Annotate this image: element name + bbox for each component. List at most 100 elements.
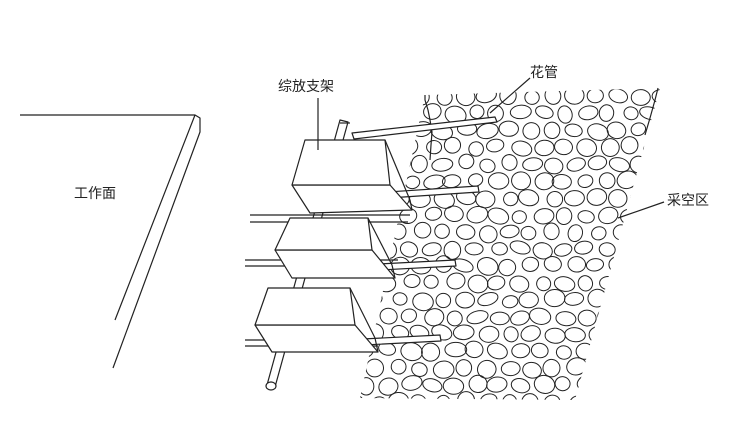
rock-fragment — [464, 242, 484, 256]
rock-fragment — [612, 224, 630, 241]
rock-fragment — [510, 378, 531, 394]
leader-lines — [317, 77, 665, 219]
rock-fragment — [534, 172, 555, 191]
rock-fragment — [521, 256, 540, 272]
rock-fragment — [423, 103, 442, 120]
rock-fragment — [599, 276, 618, 290]
rock-fragment — [475, 190, 496, 209]
rock-fragment — [509, 240, 531, 255]
rock-fragment — [623, 106, 639, 121]
support-canopy-3 — [254, 287, 379, 353]
rock-fragment — [574, 240, 594, 255]
rock-fragment — [396, 136, 419, 156]
rock-fragment — [543, 256, 562, 272]
rock-fragment — [476, 257, 499, 276]
rock-fragment — [510, 310, 530, 326]
rock-fragment — [608, 189, 628, 208]
rock-fragment — [639, 106, 660, 121]
rock-fragment — [600, 138, 620, 157]
rock-fragment — [630, 358, 651, 376]
rock-fragment — [536, 276, 552, 292]
rock-fragment — [576, 138, 597, 157]
rock-fragment — [620, 136, 639, 155]
rock-fragment — [543, 121, 561, 140]
rock-fragment — [509, 275, 530, 293]
rock-fragment — [365, 358, 384, 378]
rock-fragment — [452, 324, 475, 341]
rock-fragment — [555, 311, 577, 327]
rock-fragment — [520, 325, 541, 342]
rock-fragment — [649, 123, 660, 139]
rock-fragment — [588, 362, 609, 376]
rock-fragment — [544, 88, 562, 105]
rock-fragment — [521, 393, 539, 400]
rock-fragment — [390, 358, 407, 375]
rock-fragment — [466, 310, 489, 325]
rock-fragment — [631, 291, 652, 307]
rock-fragment — [378, 377, 399, 396]
rock-fragment — [422, 378, 443, 393]
rock-fragment — [366, 88, 388, 105]
rock-fragment — [651, 292, 660, 312]
rock-fragment — [606, 396, 629, 400]
rock-fragment — [563, 190, 585, 207]
rock-fragment — [392, 292, 408, 306]
rock-fragment — [653, 259, 660, 273]
rock-fragment — [480, 393, 498, 400]
rock-fragment — [501, 154, 518, 171]
rock-fragment — [598, 341, 617, 358]
rock-fragment — [588, 326, 610, 345]
rock-fragment — [426, 140, 443, 155]
rock-fragment — [586, 188, 608, 206]
label-goaf: 采空区 — [667, 193, 709, 209]
rock-fragment — [630, 189, 650, 207]
rock-fragment — [499, 88, 517, 105]
rock-fragment — [630, 89, 651, 106]
rock-fragment — [487, 172, 510, 190]
rock-fragment — [522, 122, 541, 140]
rock-fragment — [564, 88, 585, 105]
rock-fragment — [455, 88, 476, 107]
rock-fragment — [643, 342, 660, 360]
label-flower-pipe: 花管 — [530, 65, 558, 81]
rock-fragment — [557, 105, 573, 124]
rock-fragment — [501, 295, 519, 309]
rock-fragment — [421, 242, 442, 257]
rock-fragment — [366, 291, 383, 305]
rock-fragment — [577, 210, 595, 224]
rock-fragment — [458, 153, 475, 170]
rock-fragment — [586, 88, 604, 104]
rock-fragment — [595, 378, 616, 392]
rock-fragment — [487, 207, 510, 225]
rock-fragment — [642, 141, 660, 156]
rock-fragment — [633, 393, 652, 400]
label-caving-support: 综放支架 — [278, 79, 334, 95]
rock-fragment — [628, 258, 650, 274]
rock-fragment — [653, 327, 660, 344]
rock-fragment — [589, 393, 606, 400]
rock-fragment — [598, 104, 615, 122]
rock-fragment — [577, 275, 594, 292]
rock-fragment — [371, 396, 388, 400]
rock-fragment — [655, 222, 660, 239]
rock-fragment — [360, 377, 375, 396]
rock-fragment — [542, 358, 561, 378]
rock-fragment — [390, 155, 412, 171]
rock-fragment — [643, 311, 660, 325]
rock-fragment — [499, 224, 520, 239]
rock-fragment — [491, 242, 508, 256]
rock-fragment — [555, 207, 573, 226]
rock-fragment — [446, 272, 466, 290]
rock-fragment — [444, 341, 468, 358]
rock-fragment — [629, 155, 648, 174]
rock-fragment — [608, 88, 629, 104]
rock-fragment — [546, 191, 564, 208]
rock-fragment — [575, 342, 594, 360]
rock-fragment — [619, 343, 637, 362]
rock-fragment — [555, 345, 572, 360]
rock-fragment — [608, 157, 631, 173]
rock-fragment — [543, 394, 561, 400]
rock-fragment — [467, 173, 484, 187]
rock-fragment — [551, 174, 572, 190]
